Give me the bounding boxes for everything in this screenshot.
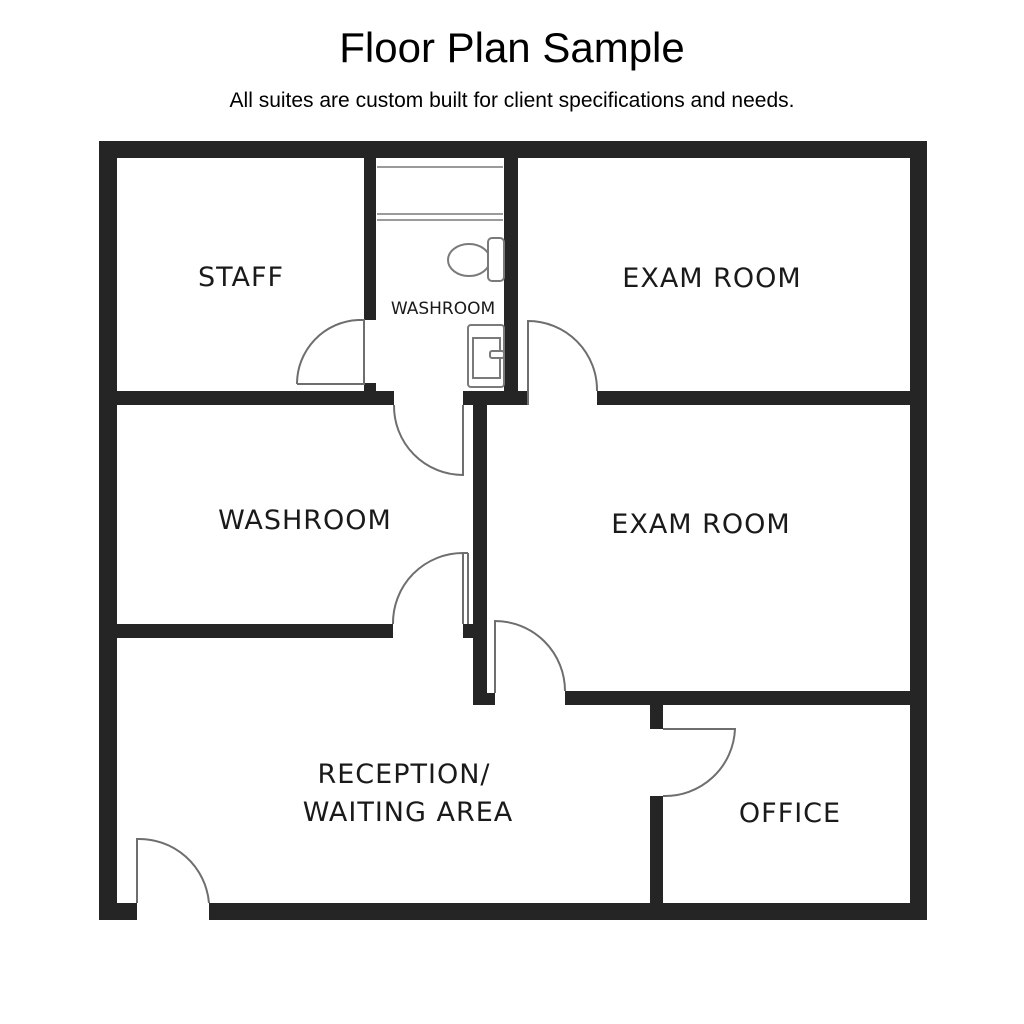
center-vertical-wall [473,405,487,705]
doors [136,319,737,904]
outer-wall-right [910,141,927,920]
corridor-top-wall [463,391,527,405]
washroom-bottom-stub [463,624,475,638]
room-label-exam-room-2: EXAM ROOM [611,509,790,540]
room-label-washroom: WASHROOM [218,505,392,536]
washroom-door[interactable] [391,551,469,625]
outer-wall-top [99,141,927,158]
exam-room-2-door[interactable] [494,619,566,693]
staff-bottom-wall [117,391,394,405]
office-door[interactable] [662,728,737,798]
center-wall-foot [473,693,495,705]
exam-room-1-door[interactable] [527,319,599,405]
small-washroom-door[interactable] [392,404,464,477]
room-label-staff: STAFF [198,262,284,293]
room-label-reception-line1: RECEPTION/ [317,759,490,790]
washroom-fixtures [377,166,505,388]
outer-wall-left [99,141,117,920]
exam-room-2-bottom-wall [565,691,910,705]
page-subtitle: All suites are custom built for client s… [229,89,795,112]
page-title: Floor Plan Sample [339,24,685,71]
entrance-door[interactable] [136,837,210,904]
room-label-reception-line2: WAITING AREA [303,797,514,828]
toilet-icon [447,237,505,282]
washroom-bottom-wall [117,624,393,638]
exam-room-1-bottom-wall [597,391,910,405]
staff-washroom-wall [364,158,376,320]
room-label-office: OFFICE [739,798,841,829]
office-left-wall-top [650,705,663,729]
outer-wall-bottom-left [99,903,137,920]
room-label-exam-room-1: EXAM ROOM [622,263,801,294]
room-label-washroom-small: WASHROOM [391,299,495,319]
washroom-exam-wall [504,158,518,405]
outer-wall-bottom-right [209,903,927,920]
staff-door[interactable] [295,319,365,385]
walls [99,141,927,920]
office-left-wall-bottom [650,796,663,903]
room-labels: STAFF WASHROOM EXAM ROOM WASHROOM EXAM R… [198,262,841,829]
sink-icon [467,324,505,388]
